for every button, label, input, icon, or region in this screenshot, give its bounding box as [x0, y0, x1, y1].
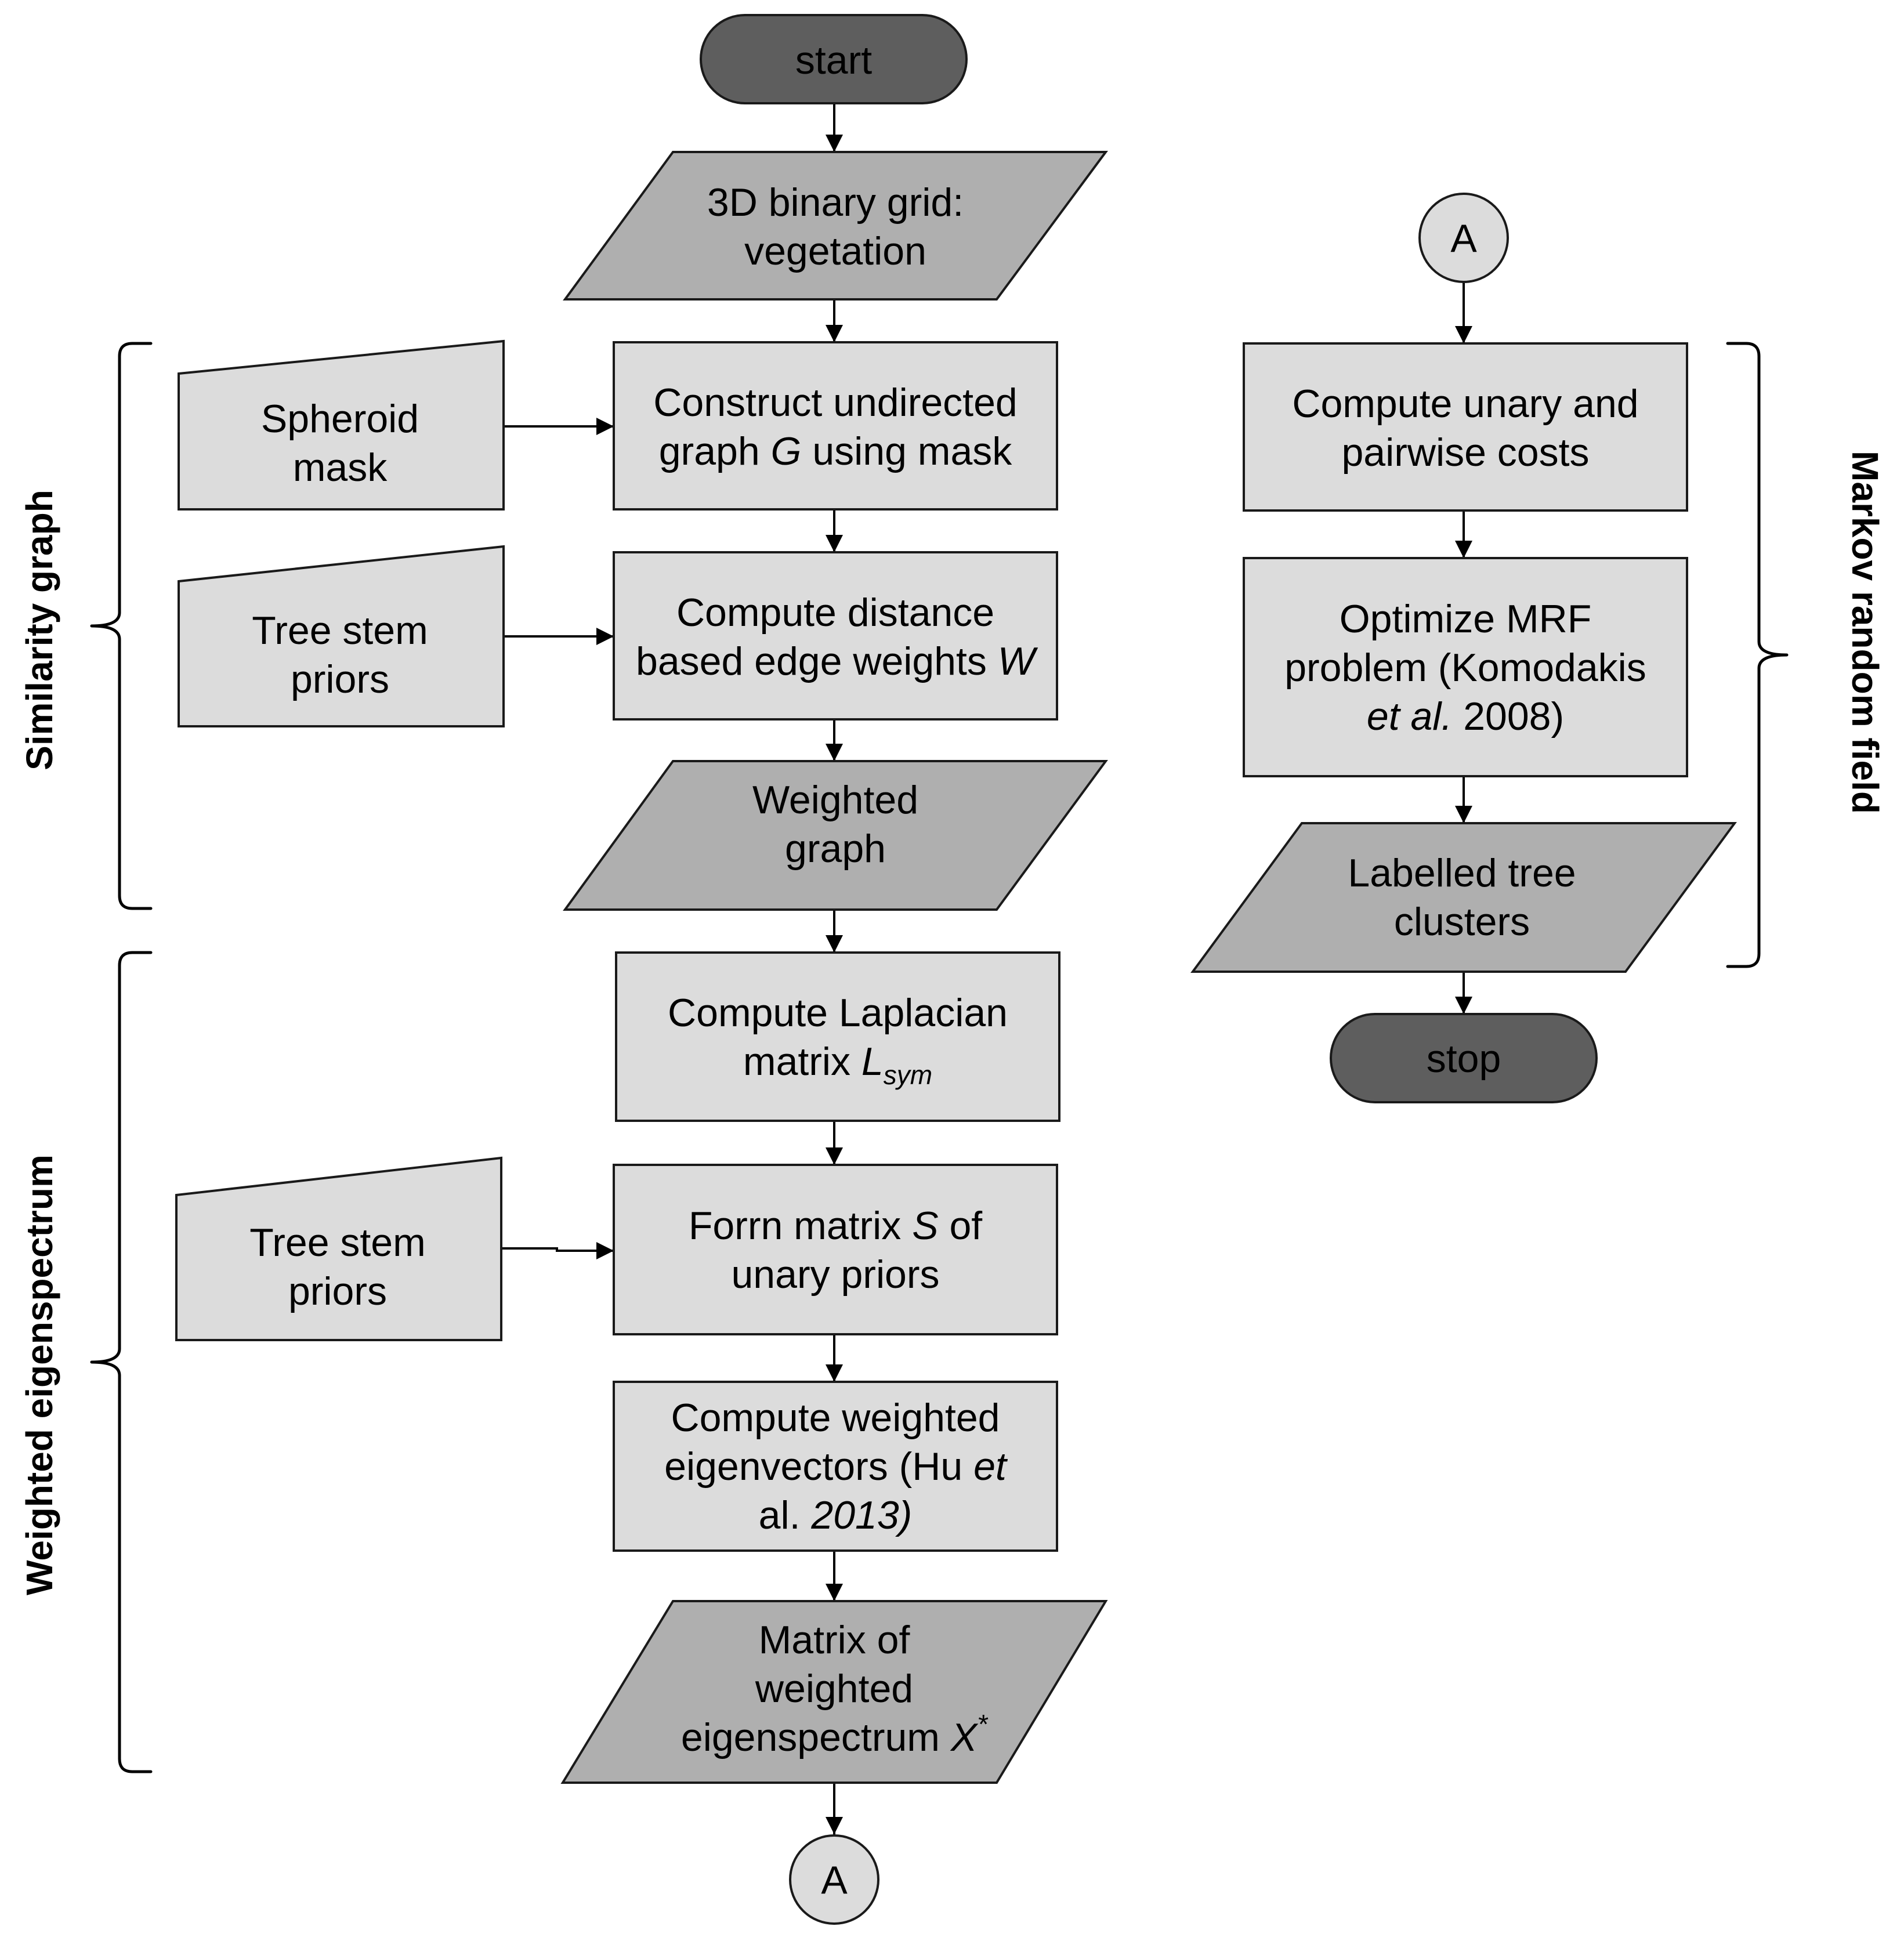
eigenspectrum-brace [90, 951, 153, 1773]
stem-priors-1-manual-input [178, 545, 505, 727]
similarity-brace [90, 342, 153, 910]
weighted-eigenspectrum-label: Weighted eigenspectrum [19, 1154, 60, 1595]
stem-priors-2-manual-input [175, 1156, 502, 1341]
connector-a-top [1418, 193, 1509, 283]
laplacian-process [615, 951, 1060, 1122]
connectors [501, 104, 1472, 1834]
edge-stem2-forms [501, 1242, 614, 1259]
stop-terminal [1330, 1013, 1598, 1103]
markov-random-field-label: Markov random field [1844, 451, 1886, 814]
node-labels: start 3D binary grid:vegetation Construc… [249, 38, 1646, 1902]
connector-a-top-label: A [1450, 216, 1477, 260]
group-braces [90, 342, 1789, 1773]
stop-label: stop [1427, 1037, 1501, 1081]
mrf-process [1243, 557, 1688, 777]
unary-process [1243, 342, 1688, 512]
similarity-graph-label: Similarity graph [19, 490, 60, 770]
eigspec-data-shape [560, 1600, 1108, 1784]
distance-process [613, 551, 1058, 721]
construct-process [613, 341, 1058, 511]
grid-label: 3D binary grid:vegetation [707, 180, 964, 273]
start-terminal [700, 14, 968, 104]
group-labels: Similarity graph Weighted eigenspectrum … [19, 451, 1886, 1595]
grid-data-shape [563, 151, 1108, 300]
markov-brace [1726, 342, 1789, 968]
eigvec-process [613, 1381, 1058, 1552]
form-s-process [613, 1164, 1058, 1335]
spheroid-manual-input [178, 339, 505, 511]
connector-a-bottom-label: A [821, 1858, 848, 1902]
start-label: start [795, 38, 872, 82]
labelled-data-shape [1190, 822, 1737, 973]
weighted-graph-data-shape [563, 760, 1108, 911]
shapes [175, 14, 1737, 1925]
connector-a-bottom [789, 1834, 879, 1925]
